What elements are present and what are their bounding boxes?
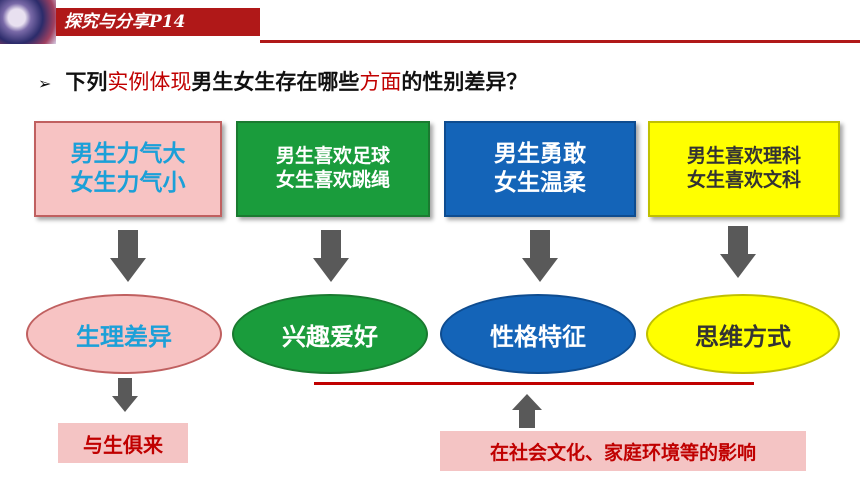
up-arrow-icon: [512, 394, 542, 428]
question-part-5: 的性别差异？: [401, 70, 528, 94]
example-box-subjects: 男生喜欢理科 女生喜欢文科: [648, 121, 840, 217]
example-line: 女生喜欢跳绳: [275, 169, 390, 191]
example-line: 男生勇敢: [494, 141, 586, 168]
example-line: 男生喜欢理科: [686, 145, 801, 168]
question-highlight-1: 实例体现: [107, 70, 192, 94]
example-box-strength: 男生力气大 女生力气小: [34, 121, 222, 217]
example-line: 女生喜欢文科: [686, 169, 801, 191]
question-text: ➢ 下列实例体现男生女生存在哪些方面的性别差异？: [38, 66, 527, 96]
section-title: 探究与分享P14: [56, 8, 260, 36]
example-box-personality: 男生勇敢 女生温柔: [444, 121, 636, 217]
header-divider: [260, 40, 860, 43]
example-box-sports: 男生喜欢足球 女生喜欢跳绳: [236, 121, 430, 217]
grouping-line: [314, 382, 754, 385]
example-line: 男生力气大: [70, 141, 186, 168]
example-line: 女生温柔: [494, 170, 586, 196]
example-line: 男生喜欢足球: [275, 145, 390, 168]
question-part-3: 男生女生存在哪些: [191, 70, 360, 94]
header-image: [0, 0, 56, 44]
down-arrow-icon: [522, 230, 558, 284]
down-arrow-icon: [313, 230, 349, 284]
influence-label: 在社会文化、家庭环境等的影响: [440, 431, 806, 471]
question-part-1: 下列: [65, 70, 108, 94]
down-arrow-icon: [110, 230, 146, 284]
question-highlight-2: 方面: [359, 70, 402, 94]
aspect-interests: 兴趣爱好: [232, 294, 428, 374]
aspect-thinking: 思维方式: [646, 294, 840, 374]
bullet-arrow-icon: ➢: [38, 74, 52, 93]
example-line: 女生力气小: [70, 170, 186, 196]
aspect-physiological: 生理差异: [26, 294, 222, 374]
down-arrow-icon: [112, 378, 138, 414]
innate-label: 与生俱来: [58, 423, 188, 463]
down-arrow-icon: [720, 226, 756, 280]
aspect-personality: 性格特征: [440, 294, 636, 374]
